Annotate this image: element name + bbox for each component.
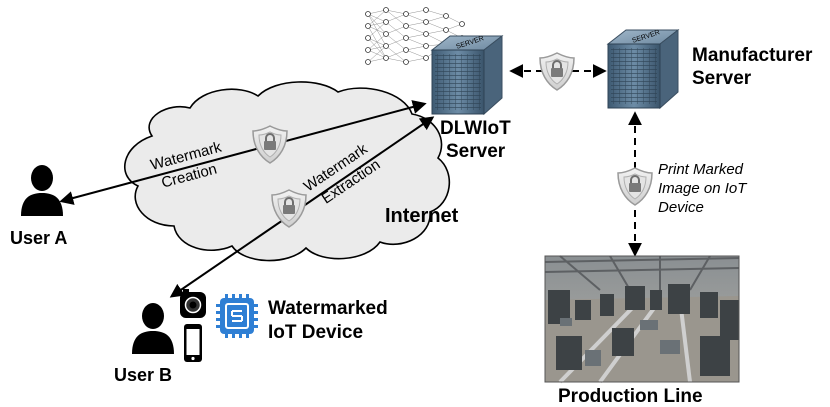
user-a-icon [21,165,63,216]
dlwiot-server-icon: SERVER [431,35,503,115]
lock-shield-icon [617,167,653,206]
production-line-label: Production Line [558,386,703,407]
camera-icon [180,289,206,318]
internet-label: Internet [385,205,459,227]
user-b-icon [132,303,174,354]
smartphone-icon [184,324,202,362]
print-label-line2: Image on IoT [658,180,748,197]
print-label-line3: Device [658,199,704,216]
lock-shield-icon [539,52,575,91]
user-a-label: User A [10,228,67,248]
factory-photo [544,255,740,384]
user-b-label: User B [114,365,172,385]
manufacturer-server-label-line2: Server [692,68,752,89]
manufacturer-server-label-line1: Manufacturer [692,45,813,66]
dlwiot-server-label-line1: DLWIoT [440,118,511,139]
manufacturer-server-icon: SERVER [607,29,679,109]
chip-icon [216,294,258,338]
print-label-line1: Print Marked [658,161,744,178]
neural-network-icon [365,7,465,65]
iot-device-label-line2: IoT Device [268,322,363,343]
dlwiot-server-label-line2: Server [446,141,506,162]
iot-device-label-line1: Watermarked [268,298,388,319]
